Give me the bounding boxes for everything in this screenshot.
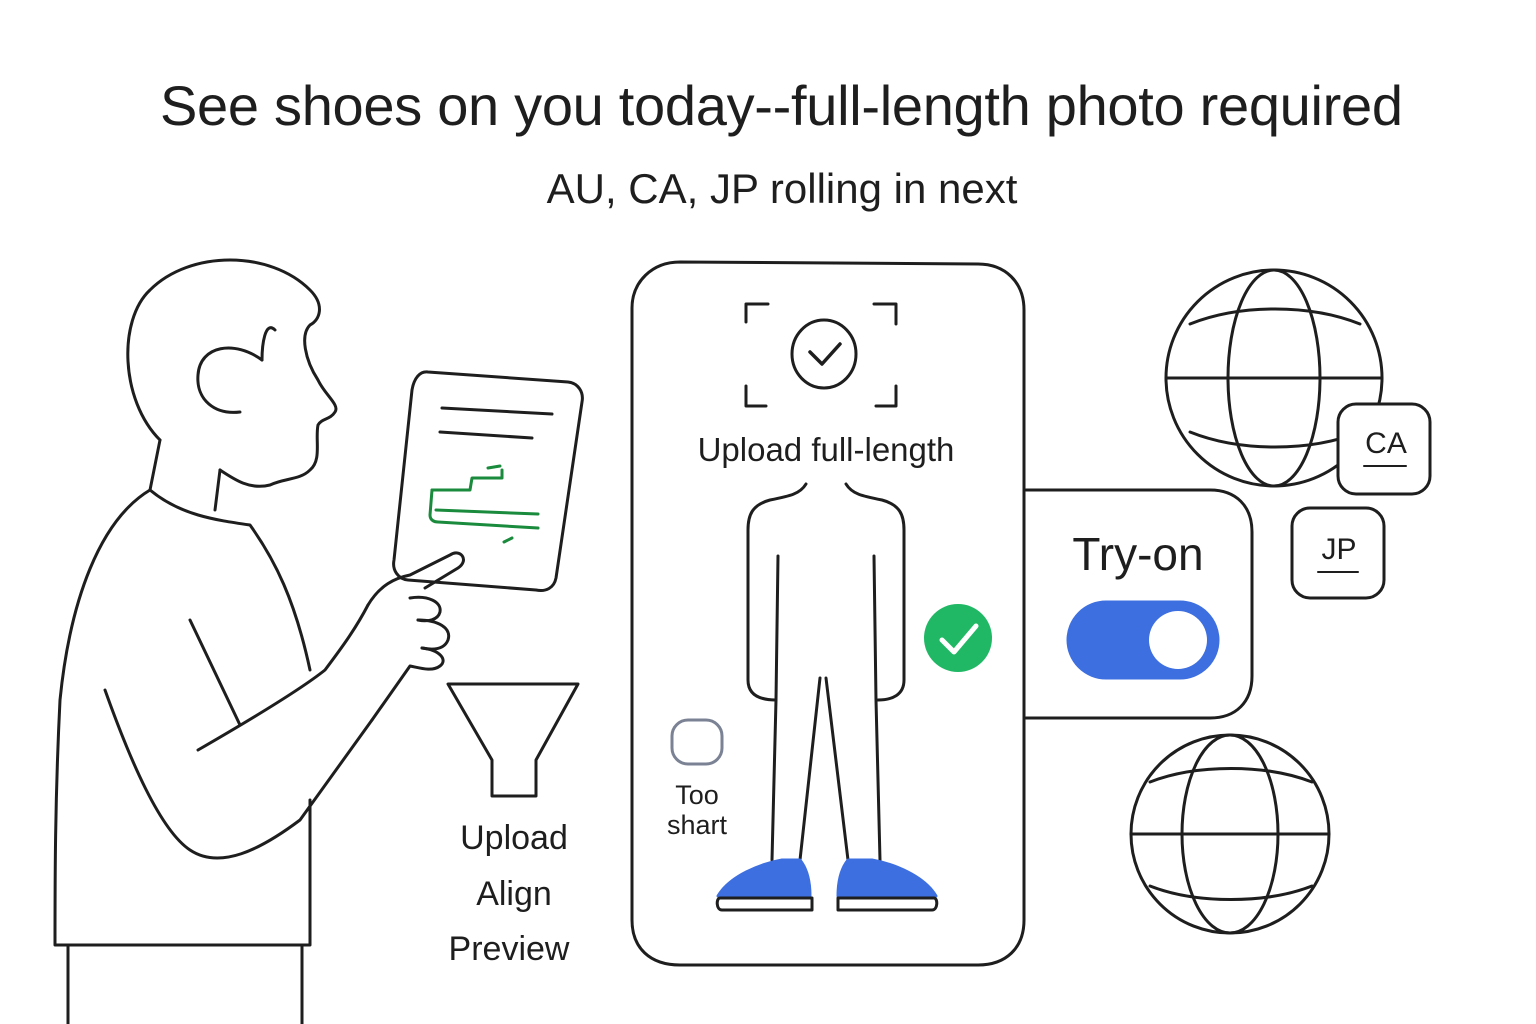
- pointing-finger: [366, 551, 465, 607]
- torso-outline: [53, 488, 312, 947]
- headline: See shoes on you today--full-length phot…: [160, 74, 1403, 137]
- head-outline: [126, 258, 338, 488]
- jp-badge-label: JP: [1321, 533, 1357, 566]
- tablet-line-2: [438, 430, 534, 440]
- too-short-label: Too shart: [666, 780, 728, 840]
- forearm-upper: [196, 603, 370, 752]
- phone-frame: [630, 260, 1026, 967]
- tablet-chart-bar: [434, 508, 540, 516]
- ca-badge: [1336, 402, 1432, 496]
- step-align: Align: [476, 875, 552, 913]
- too-short-indicator: [670, 718, 724, 766]
- tryon-toggle: [1066, 600, 1220, 680]
- funnel-icon: [446, 682, 580, 798]
- upload-full-length-label: Upload full-length: [697, 431, 955, 468]
- tablet-chart-base: [428, 488, 540, 530]
- neck-front: [213, 468, 222, 512]
- finger-3: [416, 618, 451, 651]
- person-illustration: [53, 258, 465, 1024]
- finger-4: [370, 646, 445, 722]
- finger-2: [408, 595, 442, 623]
- subheadline: AU, CA, JP rolling in next: [546, 165, 1018, 212]
- sleeve-fold: [188, 618, 242, 727]
- forearm-lower: [103, 688, 374, 860]
- tablet-chart: [428, 464, 540, 544]
- step-upload: Upload: [460, 819, 568, 857]
- tryon-label: Try-on: [1072, 528, 1204, 580]
- tablet-frame: [392, 370, 584, 592]
- tablet-chart-mark: [486, 464, 502, 470]
- tablet-chart-tick: [502, 536, 514, 544]
- tryon-toggle-switch[interactable]: [1068, 602, 1218, 678]
- phone-outline: [630, 260, 1026, 967]
- tablet-chart-step: [430, 468, 504, 492]
- ear: [196, 346, 264, 414]
- success-check-icon: [924, 604, 992, 672]
- tablet-illustration: [392, 370, 584, 592]
- blue-shoes: [715, 858, 939, 912]
- tablet-line-1: [440, 406, 554, 416]
- ca-badge-label: CA: [1365, 427, 1407, 460]
- face-scan-icon: [744, 302, 898, 408]
- jp-badge: [1290, 506, 1386, 600]
- step-preview: Preview: [448, 930, 570, 968]
- globe-icon-2: [1129, 733, 1331, 935]
- shoulder: [148, 488, 312, 672]
- tryon-card: [1024, 488, 1254, 720]
- hairline: [260, 326, 277, 362]
- body-silhouette: [746, 482, 906, 862]
- neck-back: [148, 438, 162, 492]
